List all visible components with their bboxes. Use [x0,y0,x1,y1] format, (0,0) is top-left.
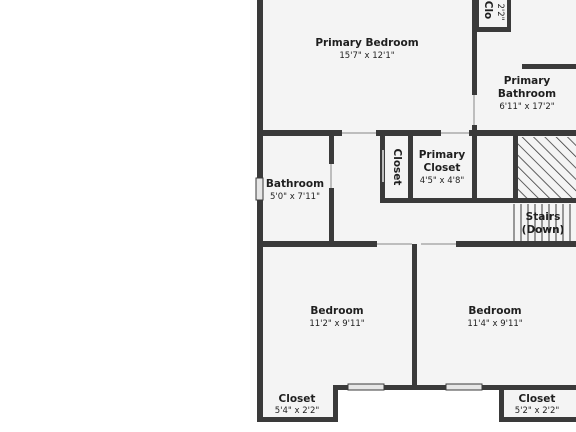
primary-closet-name-1: Primary [419,149,466,161]
door-leaves [330,95,475,245]
top-closet-dims: 2'2" [495,3,505,20]
bedroom-right-name: Bedroom [468,305,521,317]
primary-bathroom-dims: 6'11" x 17'2" [499,102,554,112]
primary-bedroom-name: Primary Bedroom [315,37,418,49]
hall-closet-name: Closet [391,149,403,186]
bedroom-left-dims: 11'2" x 9'11" [309,319,364,329]
bathroom-name: Bathroom [266,178,324,190]
stairwell-hatch [517,137,576,198]
bedroom-left-name: Bedroom [310,305,363,317]
closet-right-name: Closet [519,393,556,405]
bathroom-dims: 5'0" x 7'11" [270,192,320,202]
primary-bathroom-name-1: Primary [504,75,551,87]
windows [255,177,483,391]
primary-closet-dims: 4'5" x 4'8" [420,176,465,186]
closet-left-dims: 5'4" x 2'2" [275,406,320,416]
primary-bathroom-name-2: Bathroom [498,88,556,100]
primary-closet-name-2: Closet [424,162,461,174]
floor-fill [260,0,576,420]
primary-bedroom-dims: 15'7" x 12'1" [339,51,394,61]
closet-left-name: Closet [279,393,316,405]
stair-treads [513,204,571,242]
bedroom-right-dims: 11'4" x 9'11" [467,319,522,329]
stairs-name-1: Stairs [526,211,561,223]
top-closet-name: Clo [482,1,494,20]
closet-right-dims: 5'2" x 2'2" [515,406,560,416]
walls [257,0,576,422]
stairs-name-2: (Down) [522,224,565,236]
